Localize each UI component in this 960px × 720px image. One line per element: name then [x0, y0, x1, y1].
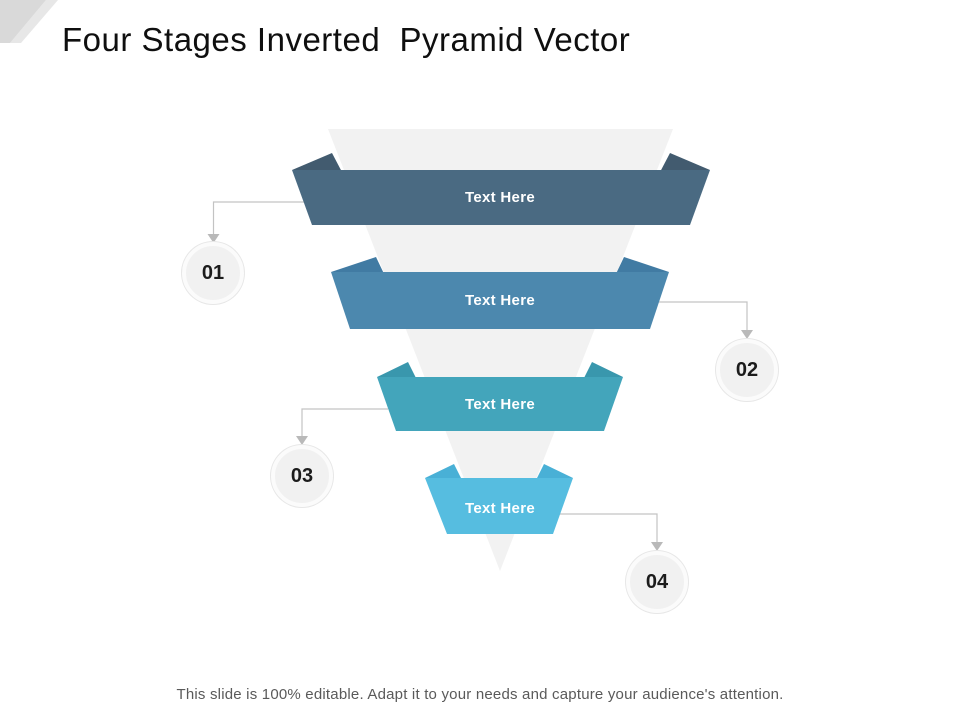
connector-arrow-1: [207, 234, 220, 243]
stage-2-circle: 02: [716, 339, 778, 401]
connector-line-1: [212, 201, 304, 235]
stage-4-number: 04: [645, 570, 669, 593]
connector-line-4: [560, 513, 658, 543]
stage-3-circle: 03: [271, 445, 333, 507]
stage-4-label: Text Here: [465, 500, 535, 517]
slide-title: Four Stages Inverted Pyramid Vector: [62, 21, 631, 58]
connector-line-3: [301, 408, 388, 437]
corner-decoration-stripe: [10, 0, 58, 43]
stage-1-circle: 01: [182, 242, 244, 304]
stage-1-ribbon: [292, 170, 710, 225]
stage-3-number: 03: [290, 464, 314, 487]
stage-2-ribbon: [331, 272, 669, 329]
stage-4-ribbon: [425, 478, 573, 534]
connector-arrow-4: [651, 542, 663, 551]
stage-4-circle: 04: [626, 551, 688, 613]
inverted-pyramid-triangle: [328, 129, 673, 571]
connector-line-2: [659, 301, 748, 331]
stage-1-ribbon-fold-left: [292, 153, 343, 174]
connector-arrow-2: [741, 330, 753, 339]
connector-arrow-3: [296, 436, 308, 445]
stage-2-number: 02: [735, 358, 759, 381]
stage-2-label: Text Here: [465, 292, 535, 309]
stage-1-ribbon-fold-right: [659, 153, 710, 174]
footer-note: This slide is 100% editable. Adapt it to…: [176, 686, 784, 703]
stage-1-label: Text Here: [465, 189, 535, 206]
stage-3-ribbon: [377, 377, 623, 431]
corner-decoration: [0, 0, 46, 43]
stage-3-label: Text Here: [465, 396, 535, 413]
stage-1-number: 01: [201, 261, 225, 284]
